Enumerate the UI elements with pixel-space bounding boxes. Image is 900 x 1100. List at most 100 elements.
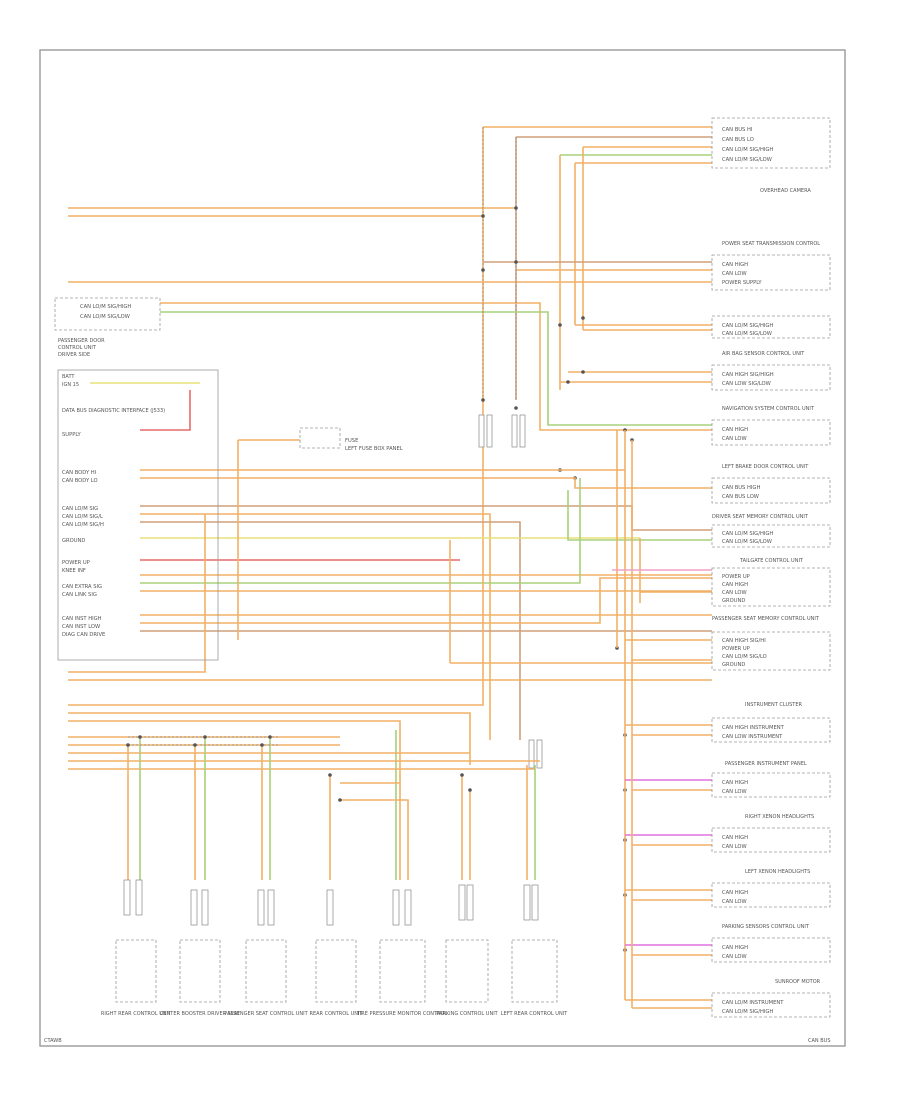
right-pin-label: CAN LO/M INSTRUMENT — [722, 1000, 784, 1006]
right-pin-label: CAN LO/M SIG/HIGH — [722, 323, 773, 329]
right-pin-label: CAN BUS LOW — [722, 494, 759, 500]
right-module: AIR BAG SENSOR CONTROL UNIT CAN HIGH SIG… — [711, 351, 831, 391]
right-pin-label: CAN HIGH INSTRUMENT — [722, 725, 785, 731]
right-pin-label: CAN HIGH — [722, 945, 748, 951]
right-module: CAN BUS HI CAN BUS LO CAN LO/M SIG/HIGH … — [711, 117, 831, 169]
relay-label: FUSE — [345, 438, 358, 444]
diagram-frame — [39, 49, 846, 1047]
junction-nodes — [481, 206, 634, 952]
footer-left-label: CTAWB — [44, 1038, 62, 1044]
relay-sub-label: LEFT FUSE BOX PANEL — [345, 446, 403, 452]
bottom-module: TIRE PRESSURE MONITOR CONTROL — [356, 889, 448, 1017]
left-pin-label: POWER UP — [62, 560, 90, 566]
right-pin-label: CAN HIGH — [722, 890, 748, 896]
right-pin-label: CAN LO/M SIG/HIGH — [722, 531, 773, 537]
bottom-module-name: REAR CONTROL UNIT — [309, 1011, 363, 1017]
bottom-module-name: TIRE PRESSURE MONITOR CONTROL — [356, 1011, 448, 1017]
right-module: POWER SEAT TRANSMISSION CONTROL CAN HIGH… — [711, 241, 831, 291]
right-module-title: POWER SEAT TRANSMISSION CONTROL — [722, 241, 820, 247]
right-pin-label: CAN LOW — [722, 590, 747, 596]
left-pin-label: CAN BODY HI — [62, 470, 97, 476]
right-module-title: PASSENGER INSTRUMENT PANEL — [725, 761, 807, 767]
left-pin-label: CAN LO/M SIG — [62, 506, 98, 512]
right-module: INSTRUMENT CLUSTER CAN HIGH INSTRUMENT C… — [711, 702, 831, 743]
right-module-title: AIR BAG SENSOR CONTROL UNIT — [722, 351, 805, 357]
right-pin-label: CAN LOW INSTRUMENT — [722, 734, 783, 740]
left-pin-label: CAN LINK SIG — [62, 592, 97, 598]
bottom-module: REAR CONTROL UNIT — [309, 889, 363, 1017]
right-pin-label: CAN LO/M SIG/LOW — [722, 539, 772, 545]
right-module-title: SUNROOF MOTOR — [775, 979, 821, 985]
bottom-module-name: PASSENGER SEAT CONTROL UNIT — [224, 1011, 308, 1017]
upper-module-label: CONTROL UNIT — [58, 345, 97, 351]
left-pin-label: CAN LO/M SIG/L — [62, 514, 103, 520]
center-connectors — [478, 414, 543, 769]
right-module-title: RIGHT XENON HEADLIGHTS — [745, 814, 814, 820]
right-pin-label: CAN HIGH — [722, 262, 748, 268]
right-module: LEFT XENON HEADLIGHTS CAN HIGH CAN LOW — [711, 869, 831, 908]
right-pin-label: CAN LOW — [722, 899, 747, 905]
right-pin-label: CAN LOW SIG/LOW — [722, 381, 771, 387]
left-block-top-label-2: IGN 15 — [62, 382, 79, 388]
bottom-module: PARKING CONTROL UNIT — [436, 884, 499, 1017]
left-block-pins: SUPPLY CAN BODY HI CAN BODY LO CAN LO/M … — [62, 432, 105, 638]
bottom-module-name: PARKING CONTROL UNIT — [436, 1011, 498, 1017]
right-module: NAVIGATION SYSTEM CONTROL UNIT CAN HIGH … — [711, 406, 831, 446]
right-pin-label: CAN HIGH — [722, 427, 748, 433]
right-module-title: TAILGATE CONTROL UNIT — [739, 558, 804, 564]
right-module: SUNROOF MOTOR CAN LO/M INSTRUMENT CAN LO… — [711, 979, 831, 1018]
right-module: PASSENGER SEAT MEMORY CONTROL UNIT CAN H… — [711, 616, 831, 671]
middle-wires — [68, 390, 712, 1000]
right-pin-label: CAN HIGH SIG/HI — [722, 638, 766, 644]
right-pin-label: POWER UP — [722, 574, 750, 580]
left-module-block: BATT IGN 15 DATA BUS DIAGNOSTIC INTERFAC… — [57, 369, 219, 661]
right-module-title: LEFT XENON HEADLIGHTS — [745, 869, 810, 875]
right-module: DRIVER SEAT MEMORY CONTROL UNIT CAN LO/M… — [711, 514, 831, 548]
right-pin-label: CAN HIGH — [722, 582, 748, 588]
right-pin-label: CAN LOW — [722, 436, 747, 442]
left-pin-label: CAN EXTRA SIG — [62, 584, 102, 590]
right-module: RIGHT XENON HEADLIGHTS CAN HIGH CAN LOW — [711, 814, 831, 853]
right-module: PASSENGER INSTRUMENT PANEL CAN HIGH CAN … — [711, 761, 831, 798]
right-pin-label: CAN BUS LO — [722, 137, 754, 143]
right-pin-label: CAN LO/M SIG/HIGH — [722, 1009, 773, 1015]
right-pin-label: CAN HIGH — [722, 780, 748, 786]
upper-pin-label: CAN LO/M SIG/LOW — [80, 314, 130, 320]
right-module: PARKING SENSORS CONTROL UNIT CAN HIGH CA… — [711, 924, 831, 963]
left-pin-label: DIAG CAN DRIVE — [62, 632, 105, 638]
bottom-module: RIGHT REAR CONTROL UNIT — [101, 879, 172, 1017]
upper-left-module: CAN LO/M SIG/HIGH CAN LO/M SIG/LOW PASSE… — [54, 297, 161, 358]
right-module-title: LEFT BRAKE DOOR CONTROL UNIT — [722, 464, 809, 470]
left-block-title: DATA BUS DIAGNOSTIC INTERFACE (J533) — [62, 408, 165, 414]
upper-module-label: DRIVER SIDE — [58, 352, 90, 358]
left-pin-label: CAN INST HIGH — [62, 616, 102, 622]
right-pin-label: CAN BUS HI — [722, 127, 753, 133]
right-pin-label: CAN LOW — [722, 844, 747, 850]
right-module: LEFT BRAKE DOOR CONTROL UNIT CAN BUS HIG… — [711, 464, 831, 504]
bottom-module: LEFT REAR CONTROL UNIT — [501, 884, 568, 1017]
right-module-title: INSTRUMENT CLUSTER — [745, 702, 803, 708]
right-module-title: OVERHEAD CAMERA — [760, 188, 811, 194]
footer-right-label: CAN BUS — [808, 1038, 831, 1044]
bottom-modules: RIGHT REAR CONTROL UNIT CENTER BOOSTER D… — [101, 879, 568, 1017]
left-pin-label: KNEE INF — [62, 568, 86, 574]
right-pin-label: CAN LO/M SIG/HIGH — [722, 147, 773, 153]
right-pin-label: GROUND — [722, 662, 745, 668]
right-pin-label: CAN LOW — [722, 789, 747, 795]
left-long-wires — [68, 207, 712, 431]
left-pin-label: GROUND — [62, 538, 85, 544]
right-pin-label: CAN HIGH SIG/HIGH — [722, 372, 774, 378]
right-module: TAILGATE CONTROL UNIT POWER UP CAN HIGH … — [711, 558, 831, 607]
bottom-module: CENTER BOOSTER DRIVER SEAT — [160, 889, 241, 1017]
right-pin-label: CAN LO/M SIG/LO — [722, 654, 767, 660]
right-module-title: PASSENGER SEAT MEMORY CONTROL UNIT — [712, 616, 820, 622]
right-pin-label: POWER SUPPLY — [722, 280, 762, 286]
bottom-module-name: LEFT REAR CONTROL UNIT — [501, 1011, 568, 1017]
right-pin-label: CAN LO/M SIG/LOW — [722, 157, 772, 163]
upper-module-label: PASSENGER DOOR — [58, 338, 105, 344]
right-pin-label: CAN BUS HIGH — [722, 485, 760, 491]
right-module: CAN LO/M SIG/HIGH CAN LO/M SIG/LOW — [711, 315, 831, 339]
left-block-top-label-1: BATT — [62, 374, 75, 380]
upper-pin-label: CAN LO/M SIG/HIGH — [80, 304, 131, 310]
